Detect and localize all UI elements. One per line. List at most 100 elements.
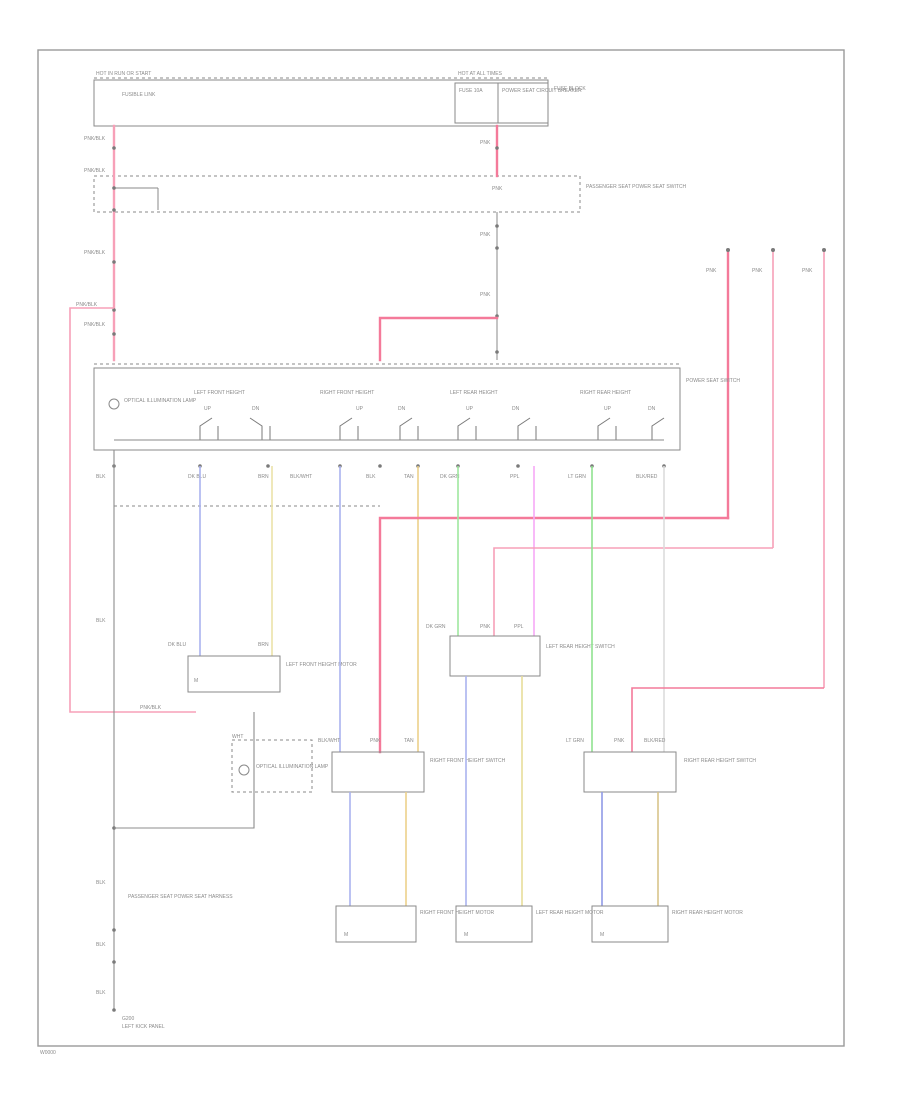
rr-switch-label: RIGHT REAR HEIGHT SWITCH bbox=[684, 758, 756, 764]
master-switch-connector: BLK DK BLU BRN BLK/WHT BLK TAN DK GRN PP… bbox=[96, 464, 666, 507]
rf-sw-l2: PNK bbox=[370, 738, 381, 744]
left-rear-motor-box bbox=[455, 905, 533, 943]
lf-wire-2: BRN bbox=[258, 642, 269, 648]
sw-dn-3: DN bbox=[512, 406, 520, 412]
left-front-motor-group: LEFT FRONT HEIGHT MOTOR M DK BLU BRN bbox=[168, 466, 357, 693]
footer-code: W0000 bbox=[40, 1050, 56, 1056]
right-front-switch-box bbox=[331, 751, 425, 793]
center-feed-label-1: PNK bbox=[480, 140, 491, 146]
left-rear-switch-box bbox=[449, 635, 541, 677]
right-rear-motor-box bbox=[591, 905, 669, 943]
right-front-switch-group: RIGHT FRONT HEIGHT SWITCH BLK/WHT PNK TA… bbox=[318, 466, 730, 943]
lr-sw-l1: DK GRN bbox=[426, 624, 446, 630]
fuse-mid-label: FUSE 10A bbox=[459, 88, 483, 94]
gnd-label-3: BLK bbox=[96, 942, 106, 948]
gnd-label-4: BLK bbox=[96, 990, 106, 996]
rf-sw-l1: BLK/WHT bbox=[318, 738, 340, 744]
right-feed-label-1: PNK bbox=[706, 268, 717, 274]
ground-sub-label: LEFT KICK PANEL bbox=[122, 1024, 165, 1030]
loop-label: PNK/BLK bbox=[76, 302, 98, 308]
passenger-seat-switch-block: PASSENGER SEAT POWER SEAT SWITCH PNK bbox=[93, 175, 686, 213]
lr-sw-l2: PNK bbox=[480, 624, 491, 630]
rr-sw-l1: LT GRN bbox=[566, 738, 584, 744]
fuse-block: HOT IN RUN OR START HOT AT ALL TIMES FUS… bbox=[93, 71, 586, 127]
conn-label-5: BLK bbox=[366, 474, 376, 480]
conn-label-7: DK GRN bbox=[440, 474, 460, 480]
center-feed: PNK PNK PNK bbox=[378, 124, 499, 362]
rf-motor-label: RIGHT FRONT HEIGHT MOTOR bbox=[420, 910, 494, 916]
master-switch: POWER SEAT SWITCH OPTICAL ILLUMINATION L… bbox=[93, 363, 740, 451]
center-feed-label-2: PNK bbox=[480, 232, 491, 238]
lr-switch-label: LEFT REAR HEIGHT SWITCH bbox=[546, 644, 615, 650]
conn-label-8: PPL bbox=[510, 474, 520, 480]
passenger-switch-wire-label: PNK bbox=[492, 186, 503, 192]
sw-up-1: UP bbox=[204, 406, 212, 412]
left-rear-switch-group: LEFT REAR HEIGHT SWITCH DK GRN PNK PPL L… bbox=[426, 466, 773, 943]
rf-sw-l3: TAN bbox=[404, 738, 414, 744]
sw-rf-label: RIGHT FRONT HEIGHT bbox=[320, 390, 374, 396]
left-feed-label-2: PNK/BLK bbox=[84, 168, 106, 174]
right-front-motor-box bbox=[335, 905, 417, 943]
left-harness-label: PASSENGER SEAT POWER SEAT HARNESS bbox=[128, 894, 233, 900]
lr-motor-m: M bbox=[464, 932, 468, 938]
conn-label-2: DK BLU bbox=[188, 474, 206, 480]
ground-label: G200 bbox=[122, 1016, 134, 1022]
passenger-seat-switch-label: PASSENGER SEAT POWER SEAT SWITCH bbox=[586, 184, 686, 190]
sw-lf-label: LEFT FRONT HEIGHT bbox=[194, 390, 245, 396]
sw-up-4: UP bbox=[604, 406, 612, 412]
lr-sw-l3: PPL bbox=[514, 624, 524, 630]
ground-bus: BLK BLK BLK BLK PASSENGER SEAT POWER SEA… bbox=[96, 450, 255, 1030]
gnd-label-2: BLK bbox=[96, 880, 106, 886]
right-feed-label-3: PNK bbox=[802, 268, 813, 274]
master-switch-label: POWER SEAT SWITCH bbox=[686, 378, 740, 384]
optical-illumination-lamp: OPTICAL ILLUMINATION LAMP WHT bbox=[231, 734, 329, 793]
right-incoming-feeds: PNK PNK PNK bbox=[706, 248, 826, 688]
right-rear-switch-group: RIGHT REAR HEIGHT SWITCH LT GRN PNK BLK/… bbox=[566, 466, 824, 943]
sw-dn-4: DN bbox=[648, 406, 656, 412]
rf-switch-label: RIGHT FRONT HEIGHT SWITCH bbox=[430, 758, 506, 764]
hot-at-all-times-label: HOT IN RUN OR START bbox=[96, 71, 151, 77]
fuse-left-box bbox=[93, 79, 549, 127]
rr-motor-label: RIGHT REAR HEIGHT MOTOR bbox=[672, 910, 743, 916]
right-rear-switch-box bbox=[583, 751, 677, 793]
sw-up-2: UP bbox=[356, 406, 364, 412]
rr-motor-m: M bbox=[600, 932, 604, 938]
sw-rr-label: RIGHT REAR HEIGHT bbox=[580, 390, 631, 396]
left-feed-label-3: PNK/BLK bbox=[84, 250, 106, 256]
lf-wire-1: DK BLU bbox=[168, 642, 186, 648]
conn-label-4: BLK/WHT bbox=[290, 474, 312, 480]
lr-motor-label: LEFT REAR HEIGHT MOTOR bbox=[536, 910, 604, 916]
sw-up-3: UP bbox=[466, 406, 474, 412]
diagram-frame bbox=[37, 49, 845, 1047]
conn-label-6: TAN bbox=[404, 474, 414, 480]
left-feed-label-4: PNK/BLK bbox=[84, 322, 106, 328]
fuse-right-box bbox=[497, 82, 549, 124]
optical-lamp-label: OPTICAL ILLUMINATION LAMP bbox=[256, 764, 329, 770]
left-feed-wires: PNK/BLK PNK/BLK PNK/BLK PNK/BLK PNK/BLK … bbox=[69, 124, 196, 713]
left-feed-label-1: PNK/BLK bbox=[84, 136, 106, 142]
sw-dn-2: DN bbox=[398, 406, 406, 412]
sw-dn-1: DN bbox=[252, 406, 260, 412]
center-feed-label-3: PNK bbox=[480, 292, 491, 298]
optical-wire-label: WHT bbox=[232, 734, 243, 740]
fuse-left-label: FUSIBLE LINK bbox=[122, 92, 156, 98]
conn-label-1: BLK bbox=[96, 474, 106, 480]
right-feed-label-2: PNK bbox=[752, 268, 763, 274]
optical-lamp-inner-label: OPTICAL ILLUMINATION LAMP bbox=[124, 398, 197, 404]
master-switch-box bbox=[93, 367, 681, 451]
lf-motor-label: LEFT FRONT HEIGHT MOTOR bbox=[286, 662, 357, 668]
conn-label-3: BRN bbox=[258, 474, 269, 480]
rr-sw-l3: BLK/RED bbox=[644, 738, 666, 744]
conn-label-9: LT GRN bbox=[568, 474, 586, 480]
rr-sw-l2: PNK bbox=[614, 738, 625, 744]
loop-label-2: PNK/BLK bbox=[140, 705, 162, 711]
conn-label-10: BLK/RED bbox=[636, 474, 658, 480]
fuse-right-label: POWER SEAT CIRCUIT BREAKER bbox=[502, 88, 582, 94]
fuse-block-label: FUSE BLOCK bbox=[554, 86, 586, 92]
gnd-label-1: BLK bbox=[96, 618, 106, 624]
lf-motor-m: M bbox=[194, 678, 198, 684]
hot-acc-label: HOT AT ALL TIMES bbox=[458, 71, 503, 77]
rf-motor-m: M bbox=[344, 932, 348, 938]
sw-lr-label: LEFT REAR HEIGHT bbox=[450, 390, 498, 396]
